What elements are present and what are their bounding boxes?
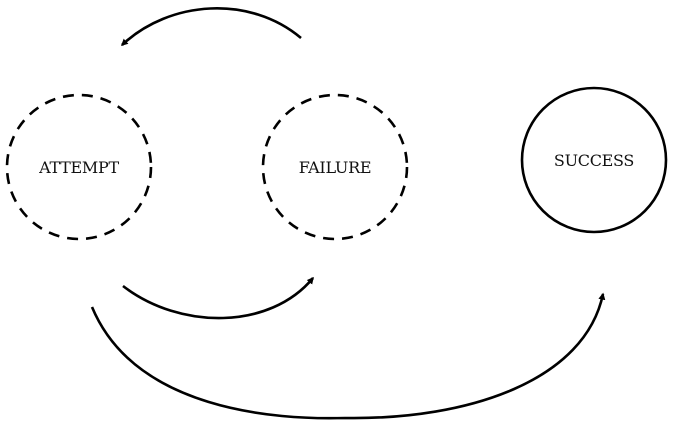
node-failure-circle (261, 93, 409, 241)
node-attempt: ATTEMPT (5, 93, 153, 241)
edge-failure-to-attempt (120, 7, 302, 46)
node-attempt-label: ATTEMPT (38, 158, 119, 177)
node-success-label: SUCCESS (554, 151, 634, 170)
node-failure: FAILURE (261, 93, 409, 241)
node-success: SUCCESS (520, 86, 668, 234)
node-success-circle (520, 86, 668, 234)
edge-attempt-to-failure (122, 276, 315, 320)
node-failure-label: FAILURE (299, 158, 371, 177)
node-attempt-circle (5, 93, 153, 241)
edge-attempt-to-success (90, 292, 606, 420)
